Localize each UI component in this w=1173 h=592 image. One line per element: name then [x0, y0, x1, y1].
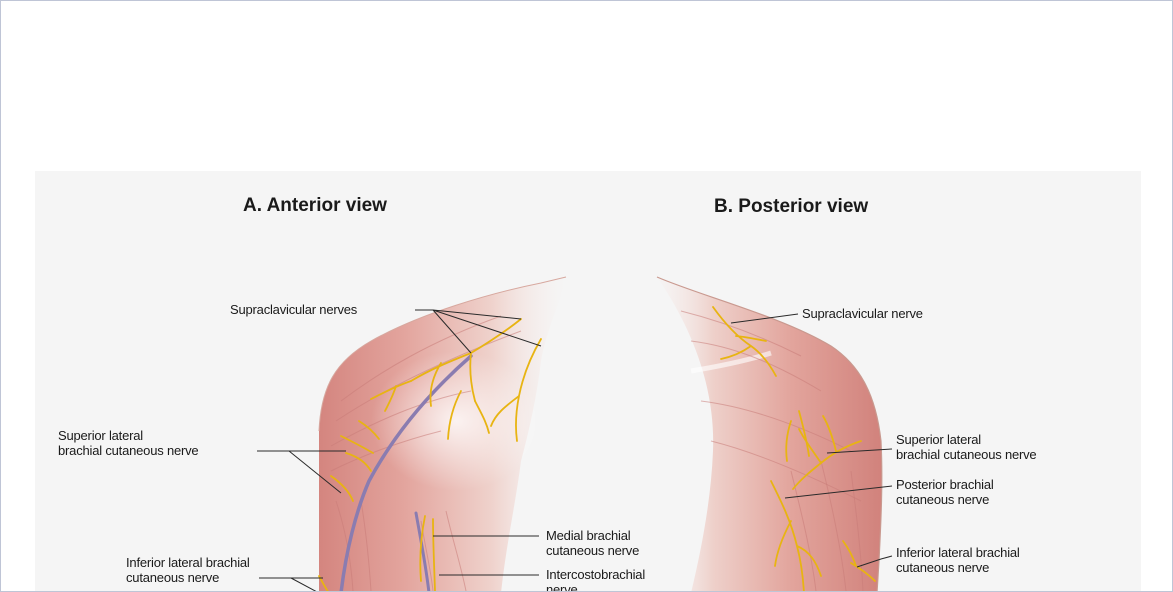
- label-post-superior-lateral-2: brachial cutaneous nerve: [896, 447, 1036, 462]
- label-post-inferior-lateral-2: cutaneous nerve: [896, 560, 989, 575]
- label-intercostobrachial-1: Intercostobrachial: [546, 567, 645, 582]
- label-posterior-brachial-1: Posterior brachial: [896, 477, 994, 492]
- label-supraclavicular-nerves: Supraclavicular nerves: [230, 302, 358, 317]
- label-posterior-brachial-2: cutaneous nerve: [896, 492, 989, 507]
- label-post-inferior-lateral-1: Inferior lateral brachial: [896, 545, 1020, 560]
- label-intercostobrachial-2: nerve: [546, 582, 578, 591]
- posterior-view-title: B. Posterior view: [714, 196, 868, 217]
- anterior-view-title: A. Anterior view: [243, 195, 387, 216]
- label-supraclavicular-nerve: Supraclavicular nerve: [802, 306, 923, 321]
- anterior-shoulder-illustration: [319, 277, 566, 591]
- label-medial-brachial-2: cutaneous nerve: [546, 543, 639, 558]
- label-inferior-lateral-1: Inferior lateral brachial: [126, 555, 250, 570]
- label-post-superior-lateral-1: Superior lateral: [896, 432, 981, 447]
- label-medial-brachial-1: Medial brachial: [546, 528, 631, 543]
- posterior-shoulder-illustration: [657, 277, 882, 591]
- label-inferior-lateral-2: cutaneous nerve: [126, 570, 219, 585]
- leader-inferior-lateral: [259, 578, 323, 591]
- label-superior-lateral-1: Superior lateral: [58, 428, 143, 443]
- label-superior-lateral-2: brachial cutaneous nerve: [58, 443, 198, 458]
